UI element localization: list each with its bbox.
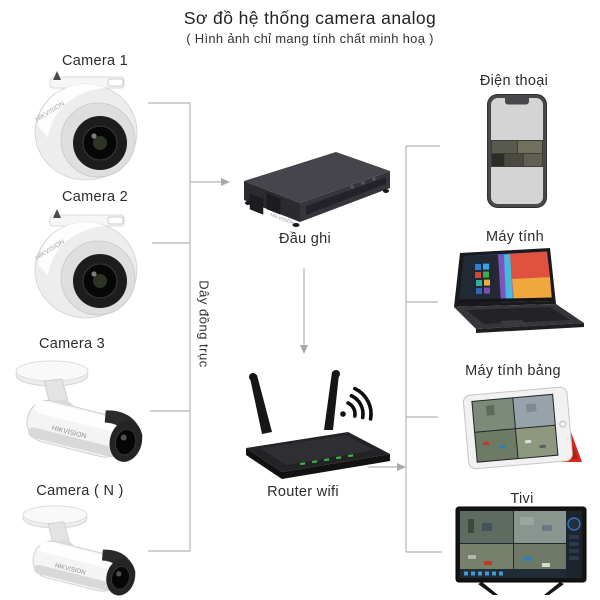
arrow-to-dvr xyxy=(221,178,230,186)
laptop-start-tiles xyxy=(475,263,490,294)
tablet-label: Máy tính bảng xyxy=(465,363,561,379)
bullet-camera-icon: HIKVISION xyxy=(22,505,136,596)
tablet-camera-grid xyxy=(471,393,559,463)
tablet-icon xyxy=(462,386,582,470)
arrow-to-devices xyxy=(397,463,406,471)
router-icon xyxy=(246,370,390,479)
camera-3-label: Camera 3 xyxy=(38,336,106,352)
camera-n-label: Camera ( N ) xyxy=(36,483,124,499)
tv-label: Tivi xyxy=(510,491,534,507)
dvr-label: Đầu ghi xyxy=(278,231,332,247)
laptop-icon xyxy=(454,248,584,333)
tv-icon xyxy=(455,506,587,595)
router-label: Router wifi xyxy=(267,484,339,500)
smartphone-icon xyxy=(487,94,547,208)
phone-label: Điện thoại xyxy=(479,73,549,89)
wifi-waves-icon xyxy=(340,386,373,421)
bullet-camera-icon: HIKVISION xyxy=(15,360,143,462)
laptop-label: Máy tính xyxy=(485,229,545,245)
tv-camera-grid xyxy=(460,511,582,578)
camera-1-label: Camera 1 xyxy=(61,53,129,69)
page-title: Sơ đồ hệ thống camera analog xyxy=(183,8,437,28)
phone-camera-feed xyxy=(491,140,543,167)
dome-camera-icon: HIKVISION xyxy=(34,209,138,319)
dome-camera-icon: HIKVISION xyxy=(34,71,138,181)
page-subtitle: ( Hình ảnh chỉ mang tính chất minh hoạ ) xyxy=(186,31,434,46)
coax-cable-label: Dây đồng trục xyxy=(196,280,212,368)
arrow-to-router xyxy=(300,345,308,354)
camera-2-label: Camera 2 xyxy=(61,189,129,205)
dvr-icon: HIKVISION xyxy=(244,152,390,227)
